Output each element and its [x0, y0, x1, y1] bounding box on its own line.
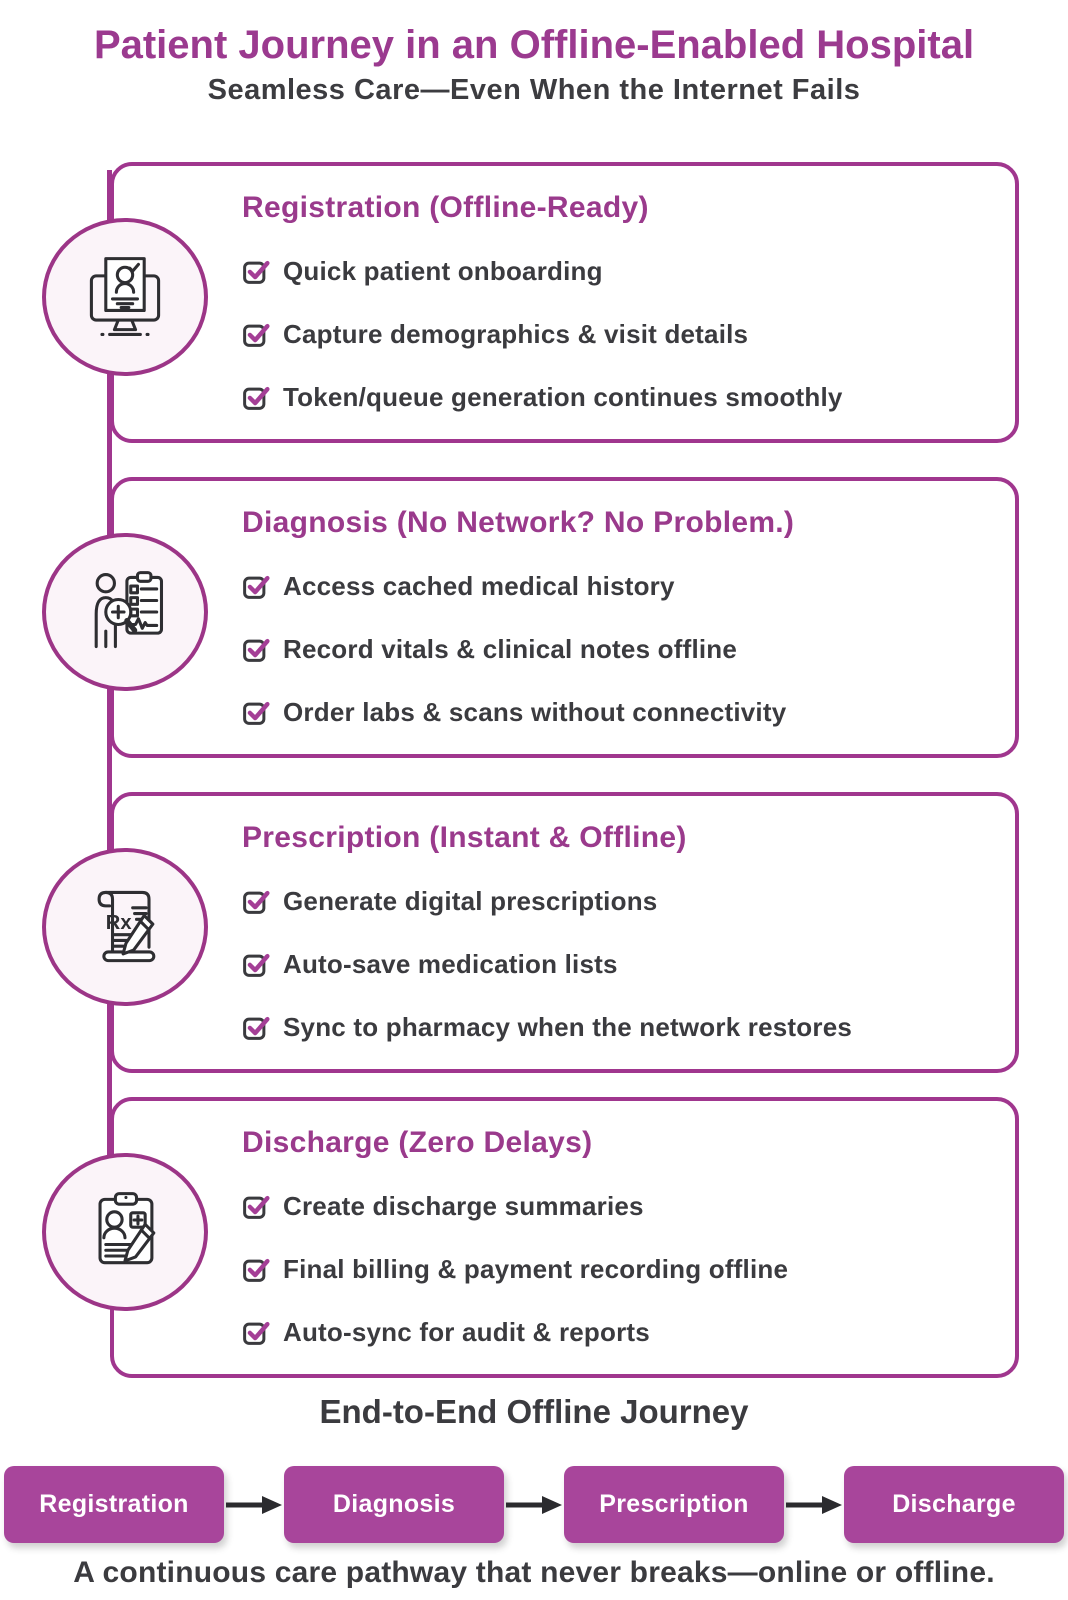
checkbox-check-icon: [243, 1016, 270, 1040]
checklist-item: Quick patient onboarding: [242, 256, 995, 286]
checkbox-check-icon: [243, 1195, 270, 1219]
checklist-item: Access cached medical history: [242, 571, 995, 601]
checkbox-check-icon: [243, 953, 270, 977]
rx-prescription-pencil-icon: Rx: [97, 890, 156, 963]
checklist-item-label: Final billing & payment recording offlin…: [283, 1253, 789, 1284]
checkbox-check-icon: [243, 575, 270, 599]
discharge-icon-circle: [42, 1153, 208, 1311]
checkbox-check-icon: [243, 638, 270, 662]
flow-step-diagnosis: Diagnosis: [284, 1466, 504, 1543]
card-prescription: Rx Prescription (Instant & Offline) Gene…: [42, 792, 1019, 1073]
checkbox-check-icon: [243, 890, 270, 914]
checklist-item-label: Access cached medical history: [283, 570, 675, 601]
checkbox-check-icon: [243, 386, 270, 410]
checklist-item: Sync to pharmacy when the network restor…: [242, 1012, 995, 1042]
registration-icon-circle: [42, 218, 208, 376]
card-heading: Diagnosis (No Network? No Problem.): [242, 506, 795, 539]
checklist-item-label: Order labs & scans without connectivity: [283, 696, 787, 727]
prescription-icon-circle: Rx: [42, 848, 208, 1006]
checklist-item-label: Sync to pharmacy when the network restor…: [283, 1011, 853, 1042]
checklist-item: Generate digital prescriptions: [242, 886, 995, 916]
checklist-item: Order labs & scans without connectivity: [242, 697, 995, 727]
journey-caption: A continuous care pathway that never bre…: [73, 1556, 995, 1589]
checkbox-check-icon: [243, 323, 270, 347]
checklist: Generate digital prescriptions Auto-save…: [114, 886, 1015, 1042]
card-heading: Registration (Offline-Ready): [242, 191, 649, 224]
page-title: Patient Journey in an Offline-Enabled Ho…: [93, 22, 975, 67]
checklist: Quick patient onboarding Capture demogra…: [114, 256, 1015, 412]
arrow-right-icon: [226, 1495, 282, 1514]
checklist-item: Record vitals & clinical notes offline: [242, 634, 995, 664]
discharge-clipboard-pencil-icon: [98, 1192, 156, 1265]
checklist: Access cached medical history Record vit…: [114, 571, 1015, 727]
checklist-item: Auto-save medication lists: [242, 949, 995, 979]
checklist-item-label: Quick patient onboarding: [283, 255, 603, 286]
checklist: Create discharge summaries Final billing…: [114, 1191, 1015, 1347]
page-subtitle: Seamless Care—Even When the Internet Fai…: [207, 74, 861, 106]
checklist-item-label: Auto-sync for audit & reports: [283, 1316, 650, 1347]
flow-step-discharge: Discharge: [844, 1466, 1064, 1543]
timeline-spine: [107, 170, 112, 1232]
checklist-item-label: Create discharge summaries: [283, 1190, 644, 1221]
checklist-item-label: Token/queue generation continues smoothl…: [283, 381, 843, 412]
checklist-item-label: Capture demographics & visit details: [283, 318, 749, 349]
arrow-right-icon: [786, 1495, 842, 1514]
card-registration: Registration (Offline-Ready) Quick patie…: [42, 162, 1019, 443]
card-heading: Discharge (Zero Delays): [242, 1126, 593, 1159]
card-discharge: Discharge (Zero Delays) Create discharge…: [42, 1097, 1019, 1378]
checklist-item: Auto-sync for audit & reports: [242, 1317, 995, 1347]
checklist-item-label: Record vitals & clinical notes offline: [283, 633, 738, 664]
checkbox-check-icon: [243, 701, 270, 725]
card-diagnosis: Diagnosis (No Network? No Problem.) Acce…: [42, 477, 1019, 758]
checklist-item-label: Auto-save medication lists: [283, 948, 618, 979]
checkbox-check-icon: [243, 260, 270, 284]
monitor-patient-check-icon: [89, 257, 161, 336]
checklist-item-label: Generate digital prescriptions: [283, 885, 658, 916]
rx-label: Rx: [106, 912, 133, 934]
journey-heading: End-to-End Offline Journey: [319, 1393, 749, 1430]
diagnosis-icon-circle: [42, 533, 208, 691]
card-heading: Prescription (Instant & Offline): [242, 821, 687, 854]
checklist-item: Final billing & payment recording offlin…: [242, 1254, 995, 1284]
flow-step-registration: Registration: [4, 1466, 224, 1543]
checkbox-check-icon: [243, 1321, 270, 1345]
checklist-item: Capture demographics & visit details: [242, 319, 995, 349]
doctor-magnifier-chart-icon: [94, 571, 164, 649]
checklist-item: Token/queue generation continues smoothl…: [242, 382, 995, 412]
checkbox-check-icon: [243, 1258, 270, 1282]
checklist-item: Create discharge summaries: [242, 1191, 995, 1221]
flow-step-prescription: Prescription: [564, 1466, 784, 1543]
arrow-right-icon: [506, 1495, 562, 1514]
journey-flow: Registration Diagnosis Prescription Disc…: [4, 1466, 1064, 1543]
